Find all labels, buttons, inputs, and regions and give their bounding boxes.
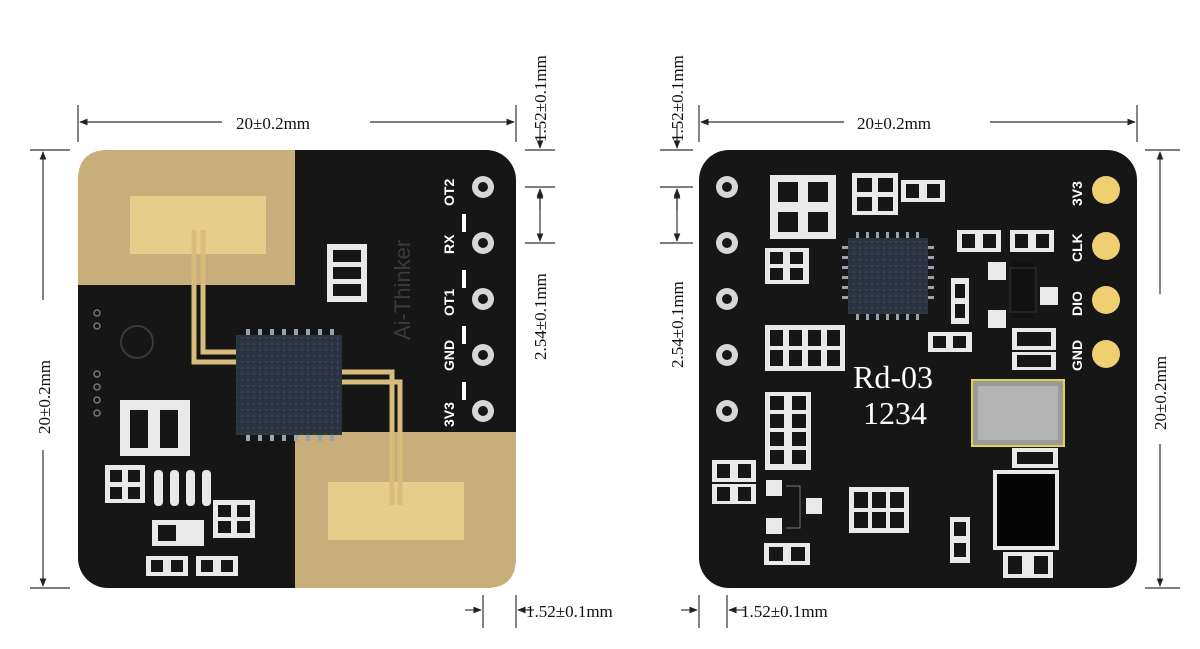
antenna-bottom <box>328 482 464 540</box>
front-pin-label-4: GND <box>441 340 457 371</box>
model-name: Rd-03 <box>853 359 933 395</box>
front-bottom-offset-label: 1.52±0.1mm <box>526 602 613 621</box>
back-board: 3V3 CLK DIO GND <box>699 150 1137 588</box>
debug-pad-1 <box>1092 176 1120 204</box>
back-dimensions: 20±0.2mm 20±0.2mm 1.52±0.1mm 2.54±0.1mm … <box>660 55 1180 628</box>
front-dimensions: 20±0.2mm 20±0.2mm 1.52±0.1mm 2.54±0.1mm … <box>30 55 613 628</box>
mcu-chip-pins <box>842 232 934 320</box>
mcu-chip <box>848 238 928 314</box>
ai-logo-icon <box>120 325 154 359</box>
front-pin-label-1: OT2 <box>441 179 457 206</box>
front-pin-labels: OT2 RX OT1 GND 3V3 <box>441 179 457 427</box>
model-code: 1234 <box>863 395 927 431</box>
back-pin-label-4: GND <box>1069 340 1085 371</box>
radar-chip <box>236 335 342 435</box>
radar-chip-pins <box>246 329 334 441</box>
brand-text: Ai-Thinker <box>390 240 415 340</box>
front-pin-label-3: OT1 <box>441 289 457 316</box>
back-pin-label-2: CLK <box>1069 233 1085 262</box>
back-pin-label-1: 3V3 <box>1069 181 1085 206</box>
debug-pad-2 <box>1092 232 1120 260</box>
feed-line-top-b <box>200 230 250 355</box>
antenna-top <box>130 196 266 254</box>
debug-pad-4 <box>1092 340 1120 368</box>
front-pin-label-2: RX <box>441 234 457 254</box>
back-bottom-offset-label: 1.52±0.1mm <box>741 602 828 621</box>
front-height-label: 20±0.2mm <box>35 360 54 434</box>
back-components <box>712 173 1059 578</box>
back-height-label: 20±0.2mm <box>1151 356 1170 430</box>
front-width-label: 20±0.2mm <box>236 114 310 133</box>
test-points <box>93 309 101 417</box>
front-top-offset-label: 1.52±0.1mm <box>531 55 550 142</box>
feed-line-bottom <box>330 369 395 505</box>
back-width-label: 20±0.2mm <box>857 114 931 133</box>
front-pin-label-5: 3V3 <box>441 402 457 427</box>
back-pin-label-3: DIO <box>1069 291 1085 316</box>
back-header-pins <box>716 176 738 422</box>
back-debug-pads <box>1092 176 1120 368</box>
front-components <box>105 244 367 576</box>
back-top-offset-label: 1.52±0.1mm <box>668 55 687 142</box>
back-pin-labels: 3V3 CLK DIO GND <box>1069 181 1085 371</box>
debug-pad-3 <box>1092 286 1120 314</box>
front-pitch-label: 2.54±0.1mm <box>531 273 550 360</box>
feed-line-top <box>191 230 250 365</box>
back-pitch-label: 2.54±0.1mm <box>668 281 687 368</box>
front-board: Ai-Thinker <box>78 150 516 588</box>
feed-line-bottom-b <box>330 379 403 505</box>
front-header-pins <box>462 176 494 422</box>
